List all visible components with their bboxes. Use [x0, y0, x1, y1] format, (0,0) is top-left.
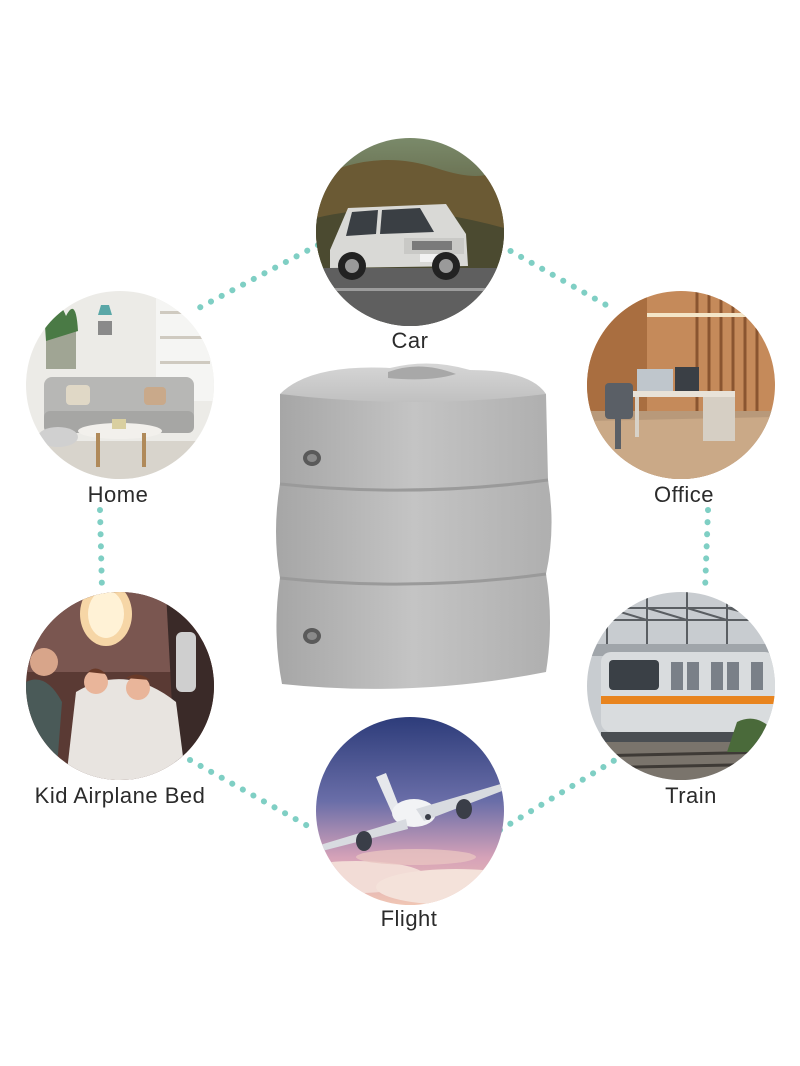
flight-scene-image [316, 717, 504, 905]
office-label: Office [653, 482, 715, 507]
home-label: Home [87, 482, 149, 507]
kid-airplane-bed-label: Kid Airplane Bed [34, 783, 206, 808]
flight-label: Flight [380, 906, 438, 931]
home-scene-image [26, 291, 214, 479]
train-scene-image [587, 592, 775, 780]
car-scene-image [316, 138, 504, 326]
train-label: Train [665, 783, 717, 808]
car-label: Car [391, 328, 429, 353]
kid-airplane-bed-scene-image [26, 592, 214, 780]
office-scene-image [587, 291, 775, 479]
footrest-cushion-image [276, 363, 552, 689]
